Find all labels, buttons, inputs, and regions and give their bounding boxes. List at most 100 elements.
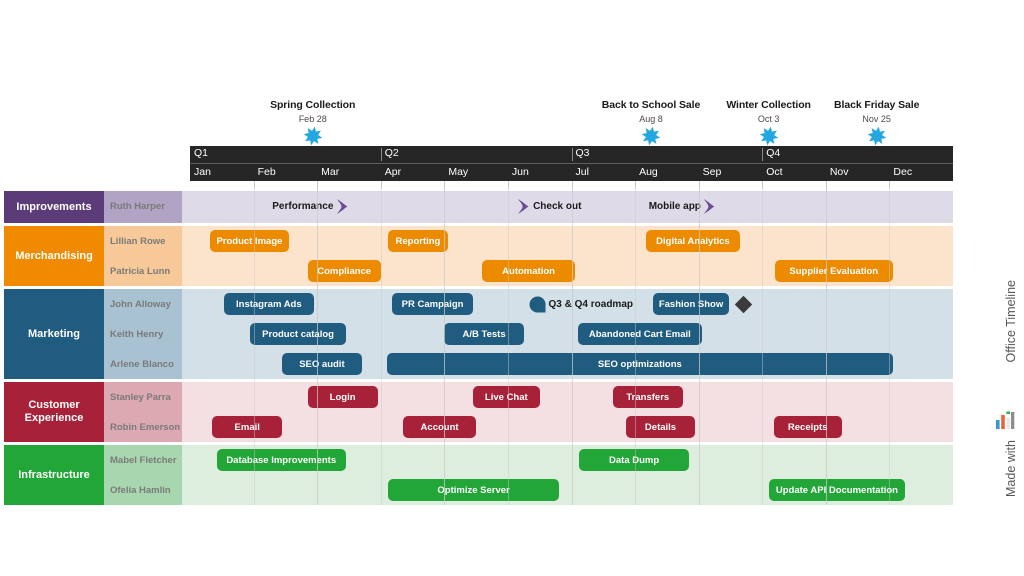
task-track[interactable]: Optimize Server Update API Documentation (182, 475, 953, 505)
month-cell-jan: Jan (190, 164, 254, 182)
task-track[interactable]: Product catalog A/B Tests Abandoned Cart E… (182, 319, 953, 349)
header-tick (571, 181, 573, 189)
month-cell-dec: Dec (889, 164, 953, 182)
grid-line (444, 183, 446, 505)
task-label: Reporting (395, 235, 441, 247)
month-cell-nov: Nov (826, 164, 890, 182)
task-bar[interactable]: Data Dump (579, 449, 690, 471)
task-bar[interactable]: Details (625, 416, 696, 438)
task-bar[interactable]: SEO audit (282, 353, 362, 375)
task-marker[interactable]: Mobile app (649, 195, 716, 217)
quarter-label: Q2 (384, 147, 399, 159)
task-track[interactable]: SEO audit SEO optimizations (182, 349, 953, 379)
task-bar[interactable]: Product Image (210, 230, 289, 252)
month-cell-jun: Jun (508, 164, 572, 182)
task-label: PR Campaign (401, 298, 464, 310)
task-track[interactable]: Performance Check out Mobile app (182, 191, 953, 221)
month-cell-sep: Sep (699, 164, 763, 182)
task-bar[interactable]: Abandoned Cart Email (577, 323, 702, 345)
task-bar[interactable]: Live Chat (472, 386, 540, 408)
swimlane-header-marketing: Marketing (4, 289, 104, 379)
resource-name: Arlene Blanco (110, 358, 174, 370)
diamond-marker-icon (734, 295, 753, 314)
swimlane-title: Customer Experience (24, 399, 84, 424)
task-bar[interactable]: Digital Analytics (645, 230, 740, 252)
task-marker[interactable]: Q3 & Q4 roadmap (529, 293, 633, 315)
task-marker[interactable]: Check out (517, 195, 581, 217)
month-label: Oct (766, 166, 783, 178)
task-label: Supplier Evaluation (789, 265, 879, 277)
task-bar[interactable]: A/B Tests (444, 323, 524, 345)
task-label: Details (644, 421, 677, 433)
swimlane-title: Infrastructure (18, 468, 90, 481)
header-tick (444, 181, 446, 189)
month-label: Jun (511, 166, 529, 178)
resource-name-band (104, 289, 182, 379)
task-bar[interactable]: Email (212, 416, 283, 438)
task-bar[interactable]: Fashion Show (652, 293, 730, 315)
task-marker[interactable]: Performance (272, 195, 348, 217)
task-track[interactable]: Login Live Chat Transfers (182, 382, 953, 412)
resource-name-band (104, 226, 182, 286)
milestone-star-icon (641, 126, 661, 146)
task-bar[interactable]: PR Campaign (392, 293, 473, 315)
quarter-band-q2: Q2 (381, 146, 572, 163)
month-label: Apr (384, 166, 402, 178)
task-label: Update API Documentation (775, 484, 898, 496)
milestone-title: Back to School Sale (601, 99, 701, 111)
task-label: Optimize Server (437, 484, 510, 496)
task-bar[interactable]: Instagram Ads (223, 293, 314, 315)
task-bar[interactable]: Login (307, 386, 378, 408)
task-bar[interactable]: Update API Documentation (768, 479, 906, 501)
task-label: Database Improvements (226, 454, 337, 466)
task-label: Product catalog (262, 328, 334, 340)
task-bar[interactable]: Compliance (307, 260, 381, 282)
quarter-label: Q4 (766, 147, 781, 159)
task-bar[interactable]: Reporting (388, 230, 448, 252)
header-tick (698, 181, 700, 189)
month-label: Nov (829, 166, 849, 178)
brand-product-name: Office Timeline (1004, 280, 1018, 363)
task-bar[interactable]: Account (403, 416, 477, 438)
chevron-right-icon (335, 198, 348, 215)
task-track[interactable]: Instagram Ads PR Campaign Fashion Show Q3 &… (182, 289, 953, 319)
circle-marker-icon (529, 296, 546, 313)
task-track[interactable]: Email Account Details Receipts (182, 412, 953, 442)
month-cell-jul: Jul (572, 164, 636, 182)
task-bar[interactable]: SEO optimizations (387, 353, 893, 375)
chevron-right-icon (517, 198, 530, 215)
grid-line (889, 183, 891, 505)
task-label: Compliance (317, 265, 372, 277)
task-bar[interactable]: Automation (482, 260, 575, 282)
resource-name: Ofelia Hamlin (110, 484, 171, 496)
swimlane-header-merchandising: Merchandising (4, 226, 104, 286)
milestone-date: Oct 3 (757, 114, 780, 124)
header-tick (762, 181, 764, 189)
task-bar[interactable]: Optimize Server (388, 479, 559, 501)
task-bar[interactable]: Transfers (612, 386, 683, 408)
task-track[interactable]: Database Improvements Data Dump (182, 445, 953, 475)
task-bar[interactable]: Database Improvements (216, 449, 346, 471)
task-bar[interactable]: Product catalog (250, 323, 346, 345)
task-label: Account (420, 421, 459, 433)
grid-line (698, 183, 700, 505)
task-bar[interactable]: Receipts (773, 416, 842, 438)
swimlane-title: Merchandising (15, 249, 93, 262)
task-label: SEO audit (299, 358, 345, 370)
task-track[interactable]: Compliance Automation Supplier Evaluation (182, 256, 953, 286)
task-bar[interactable]: Supplier Evaluation (774, 260, 893, 282)
task-marker[interactable] (734, 293, 753, 315)
task-track[interactable]: Product Image Reporting Digital Analytics (182, 226, 953, 256)
swimlane-title: Improvements (16, 200, 92, 213)
milestone-star-icon (867, 126, 887, 146)
